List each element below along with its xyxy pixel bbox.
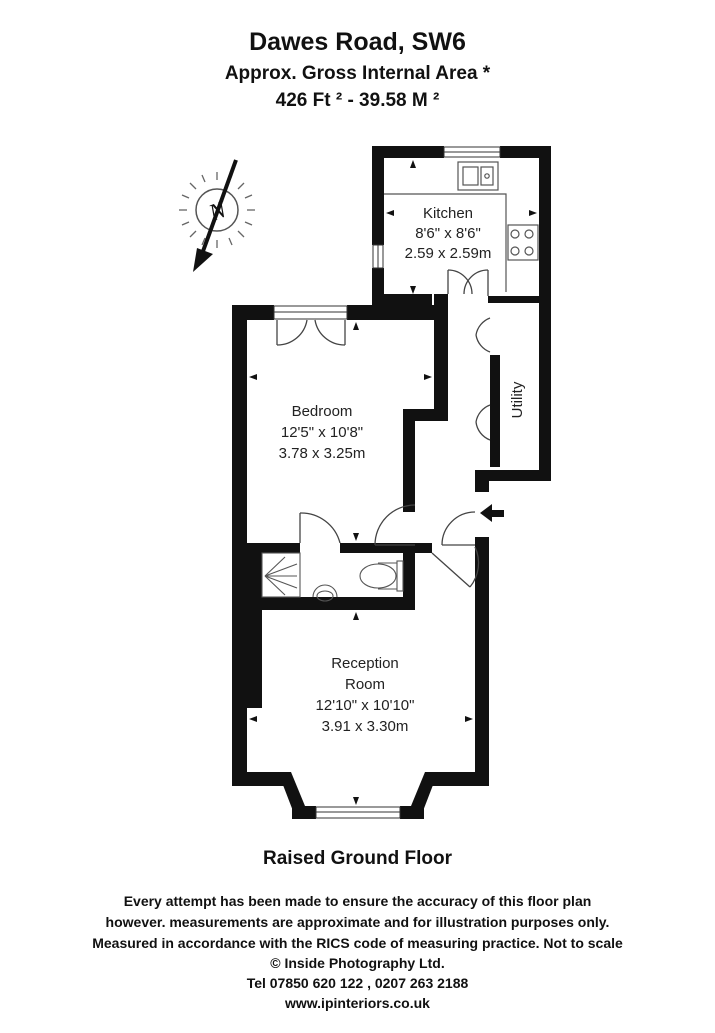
kitchen-fixtures bbox=[384, 161, 539, 292]
website-line: www.ipinteriors.co.uk bbox=[285, 995, 430, 1011]
bathroom-fixtures bbox=[261, 552, 404, 602]
plan-title: Dawes Road, SW6 bbox=[249, 28, 466, 56]
bedroom-imperial: 12'5" x 10'8" bbox=[281, 424, 363, 441]
kitchen-name: Kitchen bbox=[423, 205, 473, 222]
disclaimer-line: however. measurements are approximate an… bbox=[105, 914, 610, 930]
disclaimer-line: Measured in accordance with the RICS cod… bbox=[92, 935, 623, 951]
disclaimer-line: Every attempt has been made to ensure th… bbox=[123, 893, 592, 909]
phone-line: Tel 07850 620 122 , 0207 263 2188 bbox=[246, 975, 469, 991]
copyright-line: © Inside Photography Ltd. bbox=[270, 955, 445, 971]
floor-name: Raised Ground Floor bbox=[263, 848, 452, 869]
reception-name-line1: Reception bbox=[331, 655, 399, 672]
bedroom-metric: 3.78 x 3.25m bbox=[279, 445, 366, 462]
walls bbox=[232, 146, 551, 819]
bedroom-name: Bedroom bbox=[292, 403, 353, 420]
reception-metric: 3.91 x 3.30m bbox=[322, 718, 409, 735]
kitchen-metric: 2.59 x 2.59m bbox=[405, 245, 492, 262]
area-label: Approx. Gross Internal Area * bbox=[224, 63, 491, 84]
utility-name: Utility bbox=[509, 381, 526, 418]
compass-icon: N bbox=[179, 159, 255, 272]
reception-name-line2: Room bbox=[345, 676, 385, 693]
kitchen-imperial: 8'6" x 8'6" bbox=[415, 225, 481, 242]
area-value: 426 Ft ² - 39.58 M ² bbox=[275, 90, 440, 111]
reception-imperial: 12'10" x 10'10" bbox=[316, 697, 415, 714]
entrance-arrow-icon bbox=[480, 504, 504, 522]
